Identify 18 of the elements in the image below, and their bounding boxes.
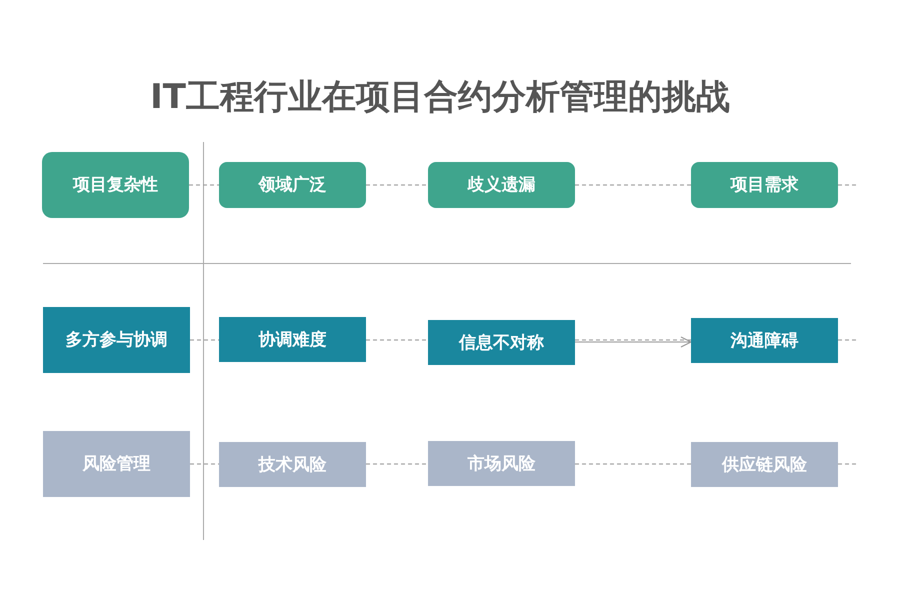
category-box: 风险管理 (43, 431, 190, 497)
item-box: 市场风险 (428, 441, 575, 486)
title: IT工程行业在项目合约分析管理的挑战 (149, 76, 731, 119)
arrow (574, 336, 692, 348)
category-box: 项目复杂性 (42, 152, 189, 218)
item-box: 沟通障碍 (691, 318, 838, 363)
item-box: 信息不对称 (428, 320, 575, 365)
item-box: 供应链风险 (691, 442, 838, 487)
item-box: 歧义遗漏 (428, 162, 575, 208)
connector-line (366, 184, 428, 186)
item-box: 领域广泛 (219, 162, 366, 208)
item-box: 项目需求 (691, 162, 838, 208)
connector-line (574, 184, 692, 186)
connector-line (838, 184, 858, 186)
connector-line (188, 184, 220, 186)
category-box: 多方参与协调 (43, 307, 190, 373)
item-box: 技术风险 (219, 442, 366, 487)
item-box: 协调难度 (219, 317, 366, 362)
